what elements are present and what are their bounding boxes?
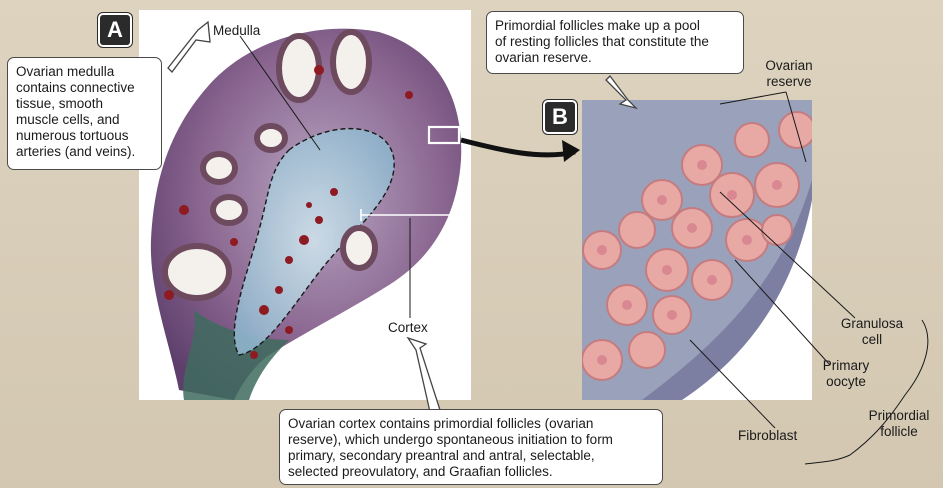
- ovary-section-drawing: [150, 28, 462, 400]
- primary-oocyte-leader: [734, 259, 831, 366]
- granulosa-cell-label: Granulosa cell: [840, 316, 904, 347]
- cortex-callout: Ovarian cortex contains primordial folli…: [279, 409, 663, 485]
- hilum-tissue: [183, 310, 289, 400]
- zoom-arrow: [460, 137, 576, 158]
- ovarian-reserve-label: Ovarian reserve: [765, 58, 813, 89]
- fibroblast-leader: [689, 339, 776, 429]
- ovarian-reserve-leader-1: [719, 91, 787, 105]
- inset-marker-box: [427, 125, 461, 145]
- medulla-outline: [233, 127, 395, 356]
- primordial-callout: Primordial follicles make up a pool of r…: [486, 11, 744, 74]
- cortex-label: Cortex: [388, 320, 428, 335]
- medulla-leader: [239, 35, 321, 151]
- cortex-callout-pointer: [406, 336, 441, 413]
- primordial-follicle-label: Primordial follicle: [868, 408, 930, 439]
- fibroblast-label: Fibroblast: [738, 428, 798, 443]
- primordial-follicle-micrograph: [582, 100, 812, 400]
- cortex-bracket: [360, 209, 460, 221]
- ovarian-reserve-leader-2: [785, 91, 807, 163]
- empty-space: [682, 200, 812, 400]
- medulla-callout: Ovarian medulla contains connective tiss…: [7, 57, 162, 170]
- medulla-label: Medulla: [213, 23, 261, 38]
- oocyte-nuclei: [597, 160, 782, 365]
- panel-a-badge: A: [98, 13, 132, 47]
- medulla-callout-pointer: [167, 20, 211, 73]
- antral-follicles: [162, 29, 378, 301]
- primordial-follicle-drawing: [582, 100, 812, 400]
- blood-vessels: [164, 65, 413, 359]
- ovary-section-micrograph: [139, 10, 471, 400]
- zoom-arrow-head: [562, 140, 580, 162]
- panel-b-badge: B: [543, 100, 577, 134]
- primordial-follicle-brace: [804, 319, 929, 465]
- primordial-callout-pointer: [605, 75, 639, 110]
- primary-oocyte-label: Primary oocyte: [822, 358, 870, 389]
- granulosa-leader: [719, 191, 856, 319]
- medulla-region: [234, 128, 395, 355]
- cortex-stroma: [582, 100, 812, 400]
